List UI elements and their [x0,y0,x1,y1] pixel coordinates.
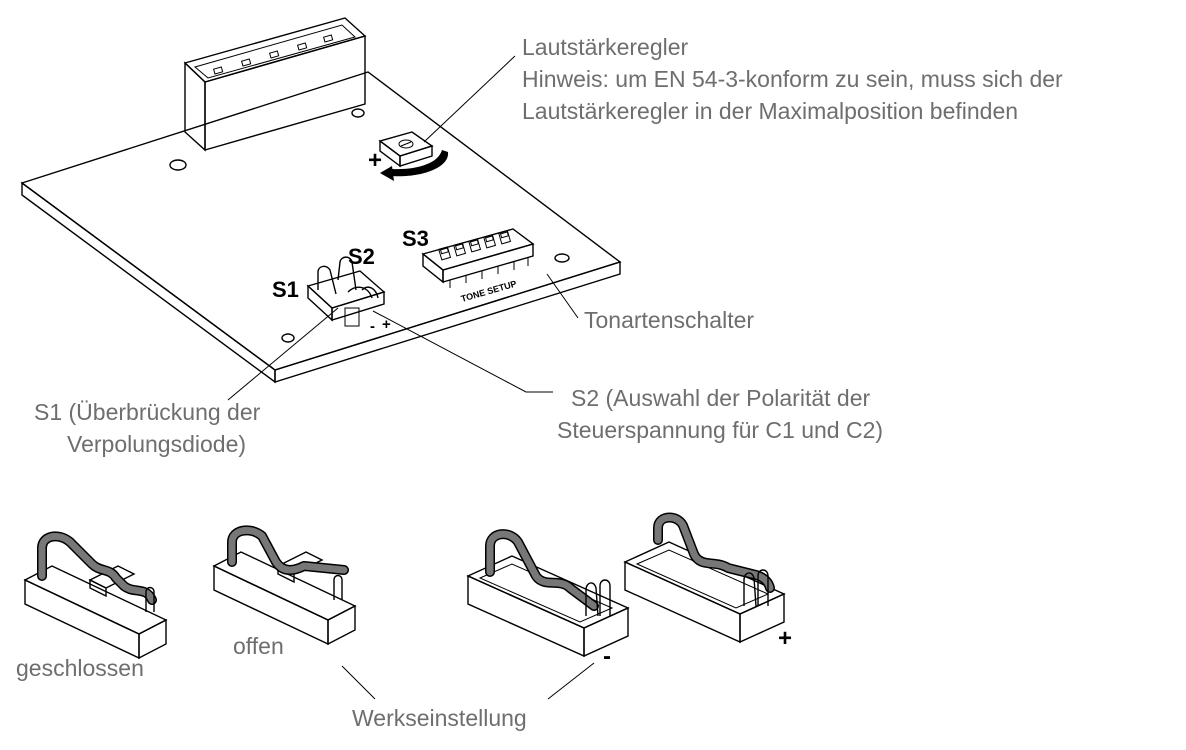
dip-toggles [438,230,512,261]
s3-marker: S3 [402,226,429,251]
knob-plus-sign: + [368,147,382,174]
connector-opening [193,24,356,79]
s1-jumper-wire [317,265,337,295]
jumper-plus: + [623,512,792,652]
volume-note-line-1: Hinweis: um EN 54-3-konform zu sein, mus… [522,66,1063,92]
pot-side [379,139,401,168]
pot-screw [398,139,414,149]
closed-label: geschlossen [16,655,144,681]
mounting-hole [554,253,570,263]
volume-control-label: Lautstärkeregler [522,34,689,60]
volume-potentiometer: + [368,131,449,181]
connector-pins [212,34,334,75]
dip-side [422,252,444,284]
jumper-plus-sign: + [778,625,792,652]
factory-leader-right [547,662,595,700]
tone-leader [546,273,579,319]
board-edge-front [274,261,621,383]
connector-front [204,35,366,151]
volume-note-line-2: Lautstärkeregler in der Maximalposition … [522,98,1018,124]
tone-switch-label: Tonartenschalter [584,307,754,333]
board-plus-sign: + [382,316,391,333]
connector-top [183,17,367,83]
open-label: offen [233,633,284,659]
terminal-connector [183,17,367,152]
dip-pins [449,258,529,288]
board-edge-left [21,181,276,384]
pot-front [399,145,433,167]
s2-marker: S2 [348,244,375,269]
s2-label-line-2: Steuerspannung für C1 und C2) [557,417,883,443]
callout-labels: Lautstärkeregler Hinweis: um EN 54-3-kon… [16,34,1063,731]
connector-side [184,61,206,152]
s1-s2-jumper-block: S1 S2 - + [272,244,391,335]
factory-leader-left [341,665,376,700]
header-top [306,270,386,309]
mounting-hole [351,108,365,118]
s3-dip-switch: TONE SETUP S3 [402,226,535,304]
jumper-open [212,525,357,646]
s2-label-line-1: S2 (Auswahl der Polarität der [571,385,870,411]
header-block [344,307,360,327]
pcb-board [20,71,622,384]
header-side [307,284,333,322]
mounting-hole [169,159,187,171]
header-front [331,291,385,321]
s1-label-line-2: Verpolungsdiode) [67,431,246,457]
jumper-minus: - [466,529,630,670]
s1-marker: S1 [272,277,299,302]
s1-label-line-1: S1 (Überbrückung der [34,399,261,425]
leader-lines [227,55,595,700]
s1-leader [227,307,339,401]
jumper-minus-sign: - [603,643,611,670]
mounting-hole [281,333,295,343]
s2-leader [372,310,553,393]
tone-setup-silkscreen: TONE SETUP [460,278,518,303]
s2-jumper-wire [337,256,357,291]
volume-leader [423,55,516,143]
dip-front [442,243,534,283]
board-minus-sign: - [370,318,375,335]
rotation-arrow-icon [392,150,449,177]
factory-setting-label: Werkseinstellung [352,705,527,731]
jumper-closed [23,531,168,660]
